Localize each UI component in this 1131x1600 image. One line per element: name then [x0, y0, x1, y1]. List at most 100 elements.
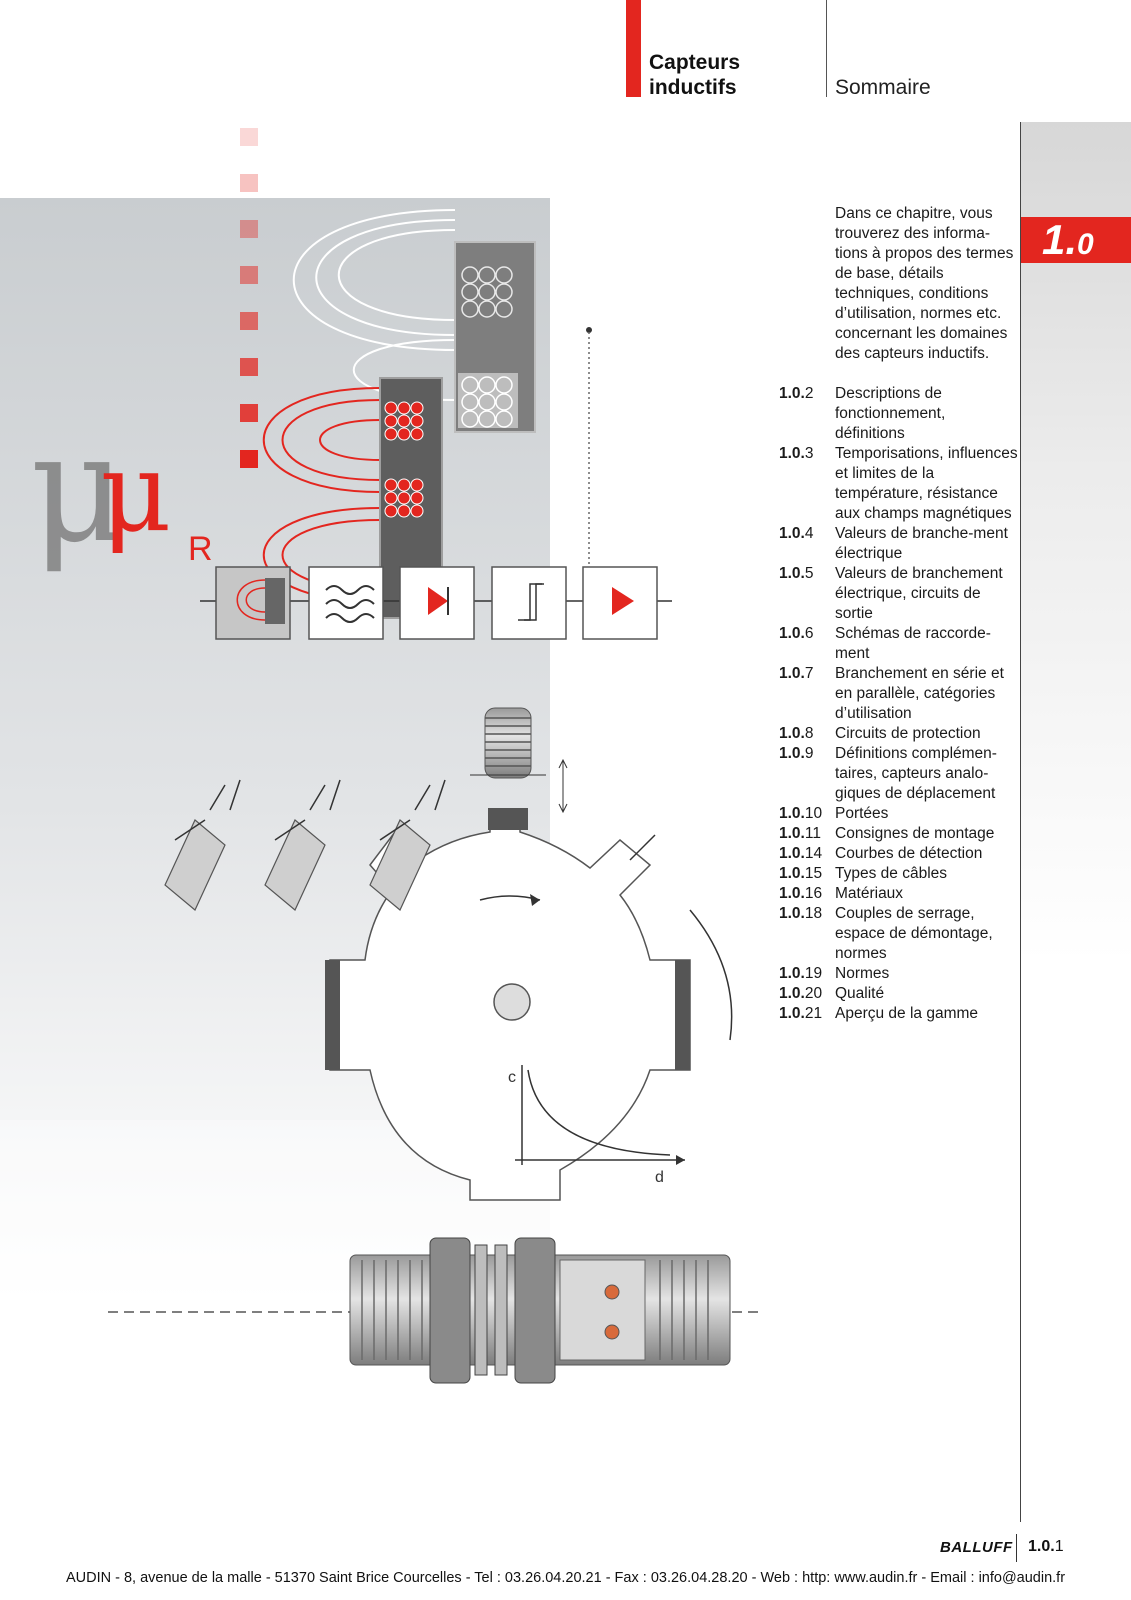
- toc-item-number: 1.0.19: [779, 964, 835, 984]
- toc-item-label: Matériaux: [835, 885, 904, 902]
- toc-item-number: 1.0.8: [779, 724, 835, 744]
- toc-item-number: 1.0.15: [779, 864, 835, 884]
- toothed-wheel: [325, 808, 733, 1201]
- toc-item-number: 1.0.11: [779, 824, 835, 844]
- toc-item-number: 1.0.5: [779, 564, 835, 624]
- toc-item-label: Temporisations, influences et limites de…: [835, 445, 1018, 522]
- mu-subscript: R: [188, 530, 213, 568]
- toc-item-num: 20: [804, 985, 823, 1002]
- toc-item-number: 1.0.4: [779, 524, 835, 564]
- toc-item-prefix: 1.0.: [779, 565, 805, 582]
- page-number: 1.0.1: [1028, 1538, 1064, 1556]
- detection-curve: c d: [508, 1065, 685, 1186]
- toc-item-prefix: 1.0.: [779, 745, 805, 762]
- toc-item-num: 11: [804, 825, 821, 842]
- toc-item-prefix: 1.0.: [779, 905, 805, 922]
- curve-y-label: c: [508, 1069, 516, 1086]
- toc-item-prefix: 1.0.: [779, 1005, 805, 1022]
- toc-item-label: Couples de serrage, espace de démontage,…: [835, 905, 993, 962]
- chapter-tab-major: 1.: [1042, 216, 1078, 263]
- toc-item-prefix: 1.0.: [779, 965, 805, 982]
- margin-rule: [1020, 122, 1021, 1522]
- toc-item-num: 6: [804, 625, 814, 642]
- coil-windings-white: [461, 266, 513, 318]
- mu-symbol-red: μ: [100, 428, 172, 556]
- toc-item-label: Consignes de montage: [835, 825, 995, 842]
- toc-item-prefix: 1.0.: [779, 525, 805, 542]
- cylindrical-sensor: [108, 1237, 760, 1384]
- chapter-tab-minor: 0: [1077, 228, 1094, 261]
- brand-logo: BALLUFF: [940, 1539, 1013, 1556]
- toc-item-number: 1.0.10: [779, 804, 835, 824]
- toc-item-number: 1.0.6: [779, 624, 835, 664]
- toc-item-num: 19: [804, 965, 823, 982]
- chapter-tab: 1.0: [1021, 217, 1131, 263]
- header-accent-bar: [626, 0, 641, 97]
- toc-item-prefix: 1.0.: [779, 885, 805, 902]
- page-number-prefix: 1.0.: [1028, 1538, 1055, 1555]
- page-number-value: 1: [1054, 1538, 1064, 1555]
- toc-item-prefix: 1.0.: [779, 805, 805, 822]
- white-field-lines: [292, 209, 456, 401]
- toc-item-number: 1.0.9: [779, 744, 835, 804]
- small-threaded-sensor: [470, 707, 568, 814]
- toc-item-prefix: 1.0.: [779, 385, 805, 402]
- toc-item-label: Valeurs de branche-ment électrique: [835, 525, 1008, 562]
- toc-item-label: Portées: [835, 805, 889, 822]
- section-subtitle: Sommaire: [835, 76, 931, 99]
- toc-item-label: Valeurs de branchement électrique, circu…: [835, 565, 1003, 622]
- toc-item-label: Descriptions de fonctionnement, définiti…: [835, 385, 946, 442]
- toc-item-label: Schémas de raccorde-ment: [835, 625, 991, 662]
- gradient-squares: [240, 128, 258, 468]
- section-title-line2: inductifs: [649, 76, 737, 99]
- toc-item-num: 7: [804, 665, 814, 682]
- section-title-line1: Capteurs: [649, 51, 741, 74]
- toc-item-label: Aperçu de la gamme: [835, 1005, 979, 1022]
- toc-item-number: 1.0.3: [779, 444, 835, 524]
- toc-item-label: Circuits de protection: [835, 725, 981, 742]
- toc-item-label: Définitions complémen-taires, capteurs a…: [835, 745, 997, 802]
- toc-item-prefix: 1.0.: [779, 985, 805, 1002]
- toc-item-number: 1.0.18: [779, 904, 835, 964]
- toc-item-prefix: 1.0.: [779, 445, 805, 462]
- toc-item-num: 8: [804, 725, 814, 742]
- toc-item-prefix: 1.0.: [779, 625, 805, 642]
- target-plates: [164, 819, 431, 911]
- toc-item-label: Branchement en série et en parallèle, ca…: [835, 665, 1004, 722]
- toc-item-number: 1.0.20: [779, 984, 835, 1004]
- toc-item-num: 10: [804, 805, 823, 822]
- toc-item-number: 1.0.2: [779, 384, 835, 444]
- toc-item-num: 5: [804, 565, 814, 582]
- toc-item-num: 18: [804, 905, 823, 922]
- toc-item-label: Qualité: [835, 985, 885, 1002]
- margin-gradient: [1021, 122, 1131, 1522]
- toc-item-num: 9: [804, 745, 814, 762]
- curve-x-label: d: [655, 1169, 664, 1186]
- toc-item-num: 4: [804, 525, 814, 542]
- target-arrows: [174, 779, 656, 861]
- toc-item-prefix: 1.0.: [779, 845, 805, 862]
- toc-item-number: 1.0.14: [779, 844, 835, 864]
- toc-item-label: Normes: [835, 965, 890, 982]
- toc-item-num: 3: [804, 445, 814, 462]
- toc-item-number: 1.0.7: [779, 664, 835, 724]
- section-title: Capteurs inductifs: [649, 50, 740, 100]
